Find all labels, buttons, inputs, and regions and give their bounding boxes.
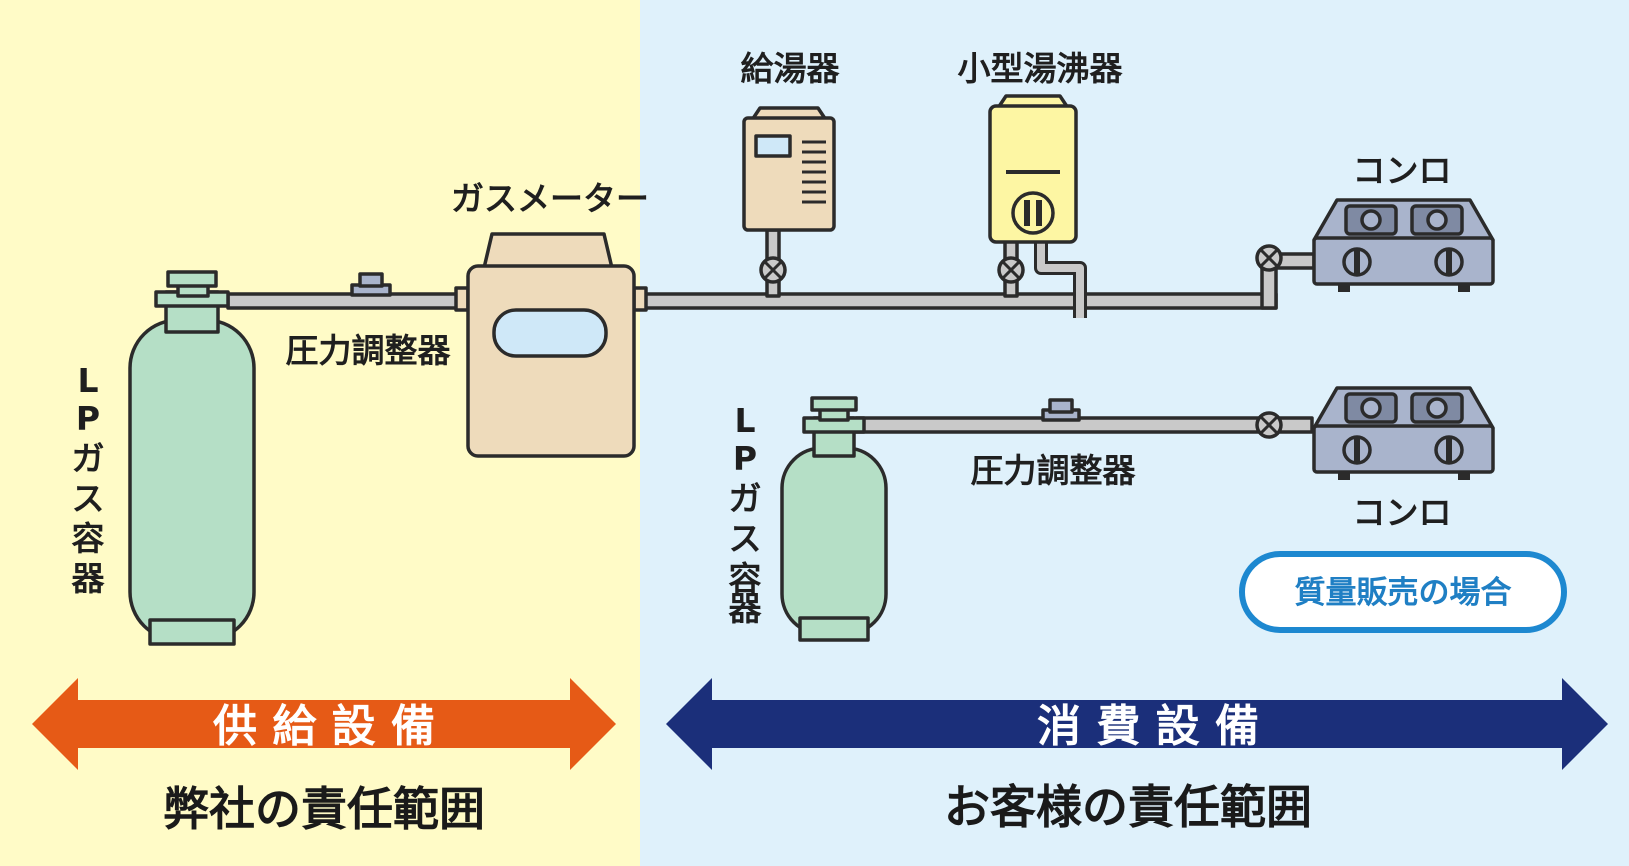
svg-text:ス: ス: [72, 479, 105, 518]
valve-small-heater: [997, 256, 1025, 284]
gas-stove-top: [1312, 198, 1495, 292]
svg-text:P: P: [76, 399, 100, 438]
svg-text:ガ: ガ: [72, 439, 105, 478]
water-heater: [742, 106, 836, 232]
valve-stove-bottom: [1255, 411, 1283, 439]
svg-text:P: P: [733, 439, 757, 478]
pipe-cylinder-to-meter: [226, 292, 460, 310]
svg-text:器: 器: [729, 589, 763, 628]
label-gas-meter: ガスメーター: [451, 179, 649, 218]
pipe-lower-line: [854, 416, 1314, 434]
label-water-heater: 給湯器: [741, 49, 841, 88]
label-regulator-bottom: 圧力調整器: [971, 451, 1137, 490]
svg-text:ガ: ガ: [729, 479, 762, 518]
svg-text:器: 器: [72, 559, 106, 598]
lp-cylinder-right: [780, 396, 888, 642]
pressure-regulator-right: [1041, 398, 1081, 422]
lp-cylinder-left: [128, 270, 256, 646]
consumer-responsibility-label: お客様の責任範囲: [944, 780, 1312, 834]
label-regulator-top: 圧力調整器: [286, 331, 452, 370]
gas-meter: [454, 232, 648, 458]
svg-text:容: 容: [729, 559, 762, 598]
consumer-equipment-arrow: 消 費 設 備: [666, 678, 1608, 770]
label-stove-top: コンロ: [1353, 151, 1452, 190]
lower-pipeline: [854, 416, 1314, 434]
svg-text:ス: ス: [729, 519, 762, 558]
supply-equipment-arrow: 供 給 設 備: [32, 678, 616, 770]
label-lp-cylinder-right: L P ガ ス 容 器: [729, 401, 763, 628]
label-lp-cylinder-left: L P ガ ス 容 器: [72, 361, 106, 598]
gas-stove-bottom: [1312, 386, 1495, 480]
small-water-heater: [988, 94, 1078, 244]
label-small-water-heater: 小型湯沸器: [958, 49, 1124, 88]
mass-sale-badge-text: 質量販売の場合: [1295, 575, 1512, 611]
valve-stove-top: [1255, 244, 1283, 272]
supply-responsibility-label: 弊社の責任範囲: [163, 782, 485, 836]
consumer-arrow-label: 消 費 設 備: [1037, 701, 1259, 752]
svg-text:容: 容: [72, 519, 105, 558]
svg-text:L: L: [77, 361, 98, 400]
svg-text:L: L: [734, 401, 755, 440]
supply-arrow-label: 供 給 設 備: [213, 701, 435, 752]
pressure-regulator-left: [350, 272, 392, 297]
label-stove-bottom: コンロ: [1353, 493, 1452, 532]
valve-water-heater: [759, 256, 787, 284]
pipe-main-line: [643, 292, 1278, 310]
mass-sale-badge: 質量販売の場合: [1239, 551, 1567, 633]
